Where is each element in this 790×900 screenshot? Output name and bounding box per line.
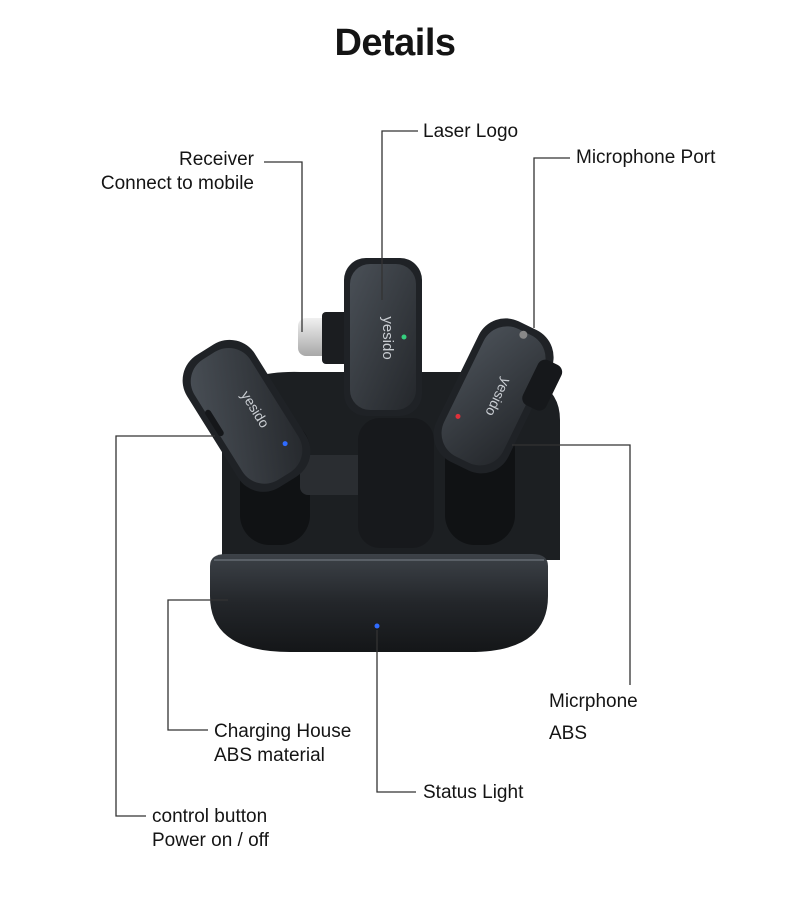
- receiver-label-line2: Connect to mobile: [100, 173, 254, 194]
- charging-house: [210, 554, 548, 652]
- laser-logo-label: Laser Logo: [423, 121, 519, 142]
- microphone-leader: [512, 444, 631, 685]
- receiver-label-line1: Receiver: [179, 149, 254, 170]
- receiver-leader: [264, 161, 303, 332]
- laser-logo-leader: [381, 130, 418, 300]
- green-led: [401, 334, 407, 340]
- left-microphone: yesido: [182, 339, 311, 492]
- receiver-label: Receiver Connect to mobile: [40, 148, 254, 196]
- control-button-label: control button Power on / off: [152, 806, 269, 851]
- clip: [522, 359, 563, 411]
- page-title: Details: [334, 22, 456, 64]
- charging-house-leader: [167, 599, 228, 731]
- status-light-leader: [376, 630, 416, 793]
- right-microphone: yesido: [433, 318, 563, 474]
- microphone-port: [519, 330, 528, 339]
- receiver-device: yesido: [298, 258, 422, 416]
- leader-lines: [115, 130, 631, 817]
- microphone-port-label: Microphone Port: [576, 147, 716, 168]
- status-light-led: [374, 623, 380, 629]
- microphone-port-leader: [533, 157, 570, 328]
- microphone-label: Micrphone ABS: [549, 691, 638, 744]
- brand-logo: yesido: [379, 316, 396, 359]
- receiver-slot: [358, 418, 434, 548]
- status-light-label: Status Light: [423, 782, 524, 803]
- charging-house-label: Charging House ABS material: [214, 721, 352, 766]
- control-button-shape: [205, 409, 224, 437]
- control-button-leader: [115, 435, 215, 817]
